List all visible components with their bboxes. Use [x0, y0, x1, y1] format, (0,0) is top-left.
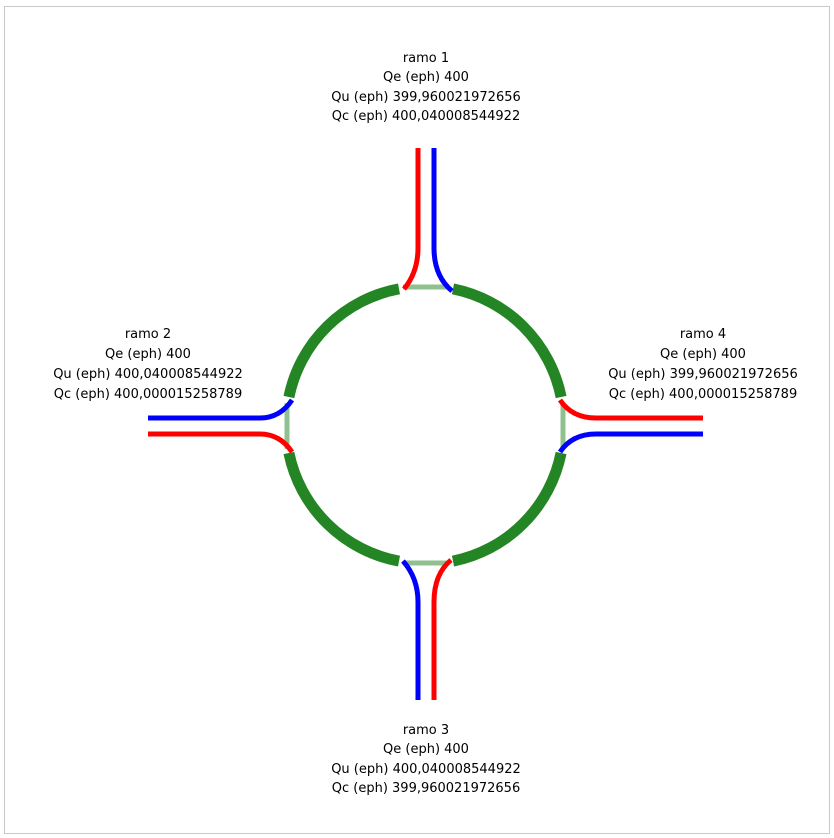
- ring-arc-bottom-right: [451, 451, 567, 567]
- branch-2-qu: Qu (eph) 400,040008544922: [53, 367, 243, 382]
- branch-1-label: ramo 1 Qe (eph) 400 Qu (eph) 399,9600219…: [331, 51, 521, 124]
- branch-1-qe: Qe (eph) 400: [383, 70, 469, 85]
- branch-2-qc: Qc (eph) 400,000015258789: [54, 387, 242, 402]
- branch-2-exit-lane: [148, 398, 295, 421]
- branch-3-name: ramo 3: [403, 723, 449, 738]
- branch-4-name: ramo 4: [680, 327, 726, 342]
- branch-3-label: ramo 3 Qe (eph) 400 Qu (eph) 400,0400085…: [331, 723, 521, 796]
- branch-4-label: ramo 4 Qe (eph) 400 Qu (eph) 399,9600219…: [608, 327, 798, 402]
- branch-3-qe: Qe (eph) 400: [383, 742, 469, 757]
- ring-arc-bottom-left: [283, 451, 401, 567]
- branch-2-lanes: [148, 398, 295, 454]
- branch-1-qu: Qu (eph) 399,960021972656: [331, 90, 521, 105]
- ring-arc-top-left: [283, 283, 401, 399]
- branch-3-qc: Qc (eph) 399,960021972656: [332, 781, 520, 796]
- branch-3-qu: Qu (eph) 400,040008544922: [331, 762, 521, 777]
- branch-1-lanes: [402, 148, 454, 293]
- branch-4-qu: Qu (eph) 399,960021972656: [608, 367, 798, 382]
- ring-gaps: [284, 284, 566, 566]
- branch-4-qe: Qe (eph) 400: [660, 347, 746, 362]
- branch-1-name: ramo 1: [403, 51, 449, 66]
- branch-1-entry-lane: [402, 148, 421, 291]
- branch-3-lanes: [401, 558, 453, 700]
- branch-4-lanes: [557, 398, 703, 454]
- branch-2-name: ramo 2: [125, 327, 171, 342]
- branch-4-exit-lane: [557, 431, 703, 454]
- branch-4-qc: Qc (eph) 400,000015258789: [609, 387, 797, 402]
- branch-1-exit-lane: [431, 148, 454, 293]
- ring-arc-top-right: [451, 283, 567, 399]
- branch-3-entry-lane: [431, 558, 453, 700]
- branch-1-qc: Qc (eph) 400,040008544922: [332, 109, 520, 124]
- branch-3-exit-lane: [401, 559, 421, 700]
- branch-2-qe: Qe (eph) 400: [105, 347, 191, 362]
- branch-2-entry-lane: [148, 431, 295, 454]
- branch-2-label: ramo 2 Qe (eph) 400 Qu (eph) 400,0400085…: [53, 327, 243, 402]
- branch-4-entry-lane: [557, 398, 703, 421]
- ring: [283, 283, 567, 567]
